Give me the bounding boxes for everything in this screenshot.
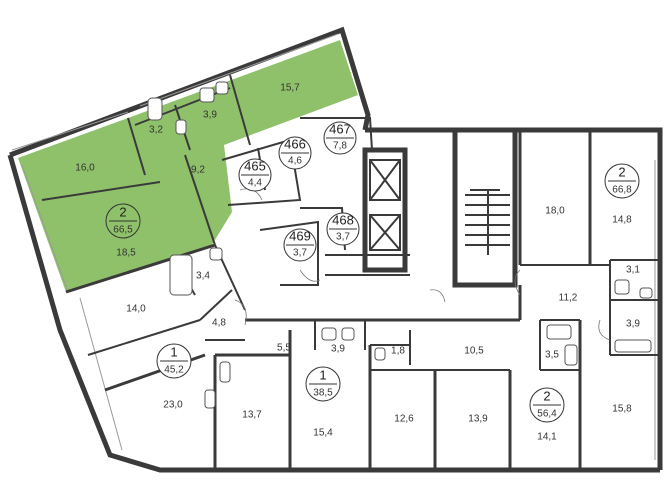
- storage-area: 3,7: [293, 248, 307, 259]
- storage-badge-465[interactable]: 465 4,4: [238, 158, 272, 192]
- badge-rooms: 2: [119, 204, 126, 219]
- room-area-right-bedroom: 14,8: [612, 215, 632, 226]
- apartment-badge-bottom-right[interactable]: 2 56,4: [529, 387, 565, 423]
- room-area-br-hall: 10,5: [464, 346, 484, 357]
- room-area-living-a: 16,0: [75, 163, 95, 174]
- badge-area: 66,8: [612, 185, 632, 196]
- room-area-left-bath: 3,4: [196, 271, 210, 282]
- apartment-badge-highlighted[interactable]: 2 66,5: [105, 203, 141, 239]
- storage-badge-469[interactable]: 469 3,7: [283, 228, 317, 262]
- room-area-br-room-c: 14,1: [537, 432, 557, 443]
- room-area-center-bath: 3,9: [331, 344, 345, 355]
- windows: [11, 33, 656, 460]
- badge-area: 38,5: [313, 388, 333, 399]
- storage-number: 465: [244, 158, 266, 173]
- room-area-center-hall: 5,5: [277, 343, 291, 354]
- badge-area: 45,2: [164, 365, 184, 376]
- room-area-center-room: 15,4: [313, 428, 333, 439]
- storage-number: 466: [284, 136, 306, 151]
- apartment-badge-center[interactable]: 1 38,5: [305, 366, 341, 402]
- room-labels: 16,0 15,7 3,2 3,9 9,2 18,5 14,0 4,8 3,4 …: [75, 83, 640, 443]
- badge-rooms: 2: [618, 164, 625, 179]
- storage-area: 7,8: [333, 141, 347, 152]
- storage-badge-466[interactable]: 466 4,6: [278, 136, 312, 170]
- storage-area: 3,7: [336, 232, 350, 243]
- room-area-right-top: 18,0: [545, 206, 565, 217]
- badge-area: 66,5: [113, 225, 133, 236]
- apartment-badge-right[interactable]: 2 66,8: [604, 163, 640, 199]
- room-area-bath-a: 3,2: [149, 125, 163, 136]
- stairs: [465, 190, 510, 255]
- apartment-badge-left[interactable]: 1 45,2: [156, 343, 192, 379]
- room-area-right-hall: 11,2: [559, 293, 578, 304]
- storage-number: 468: [332, 212, 354, 227]
- room-area-hall: 9,2: [191, 165, 205, 176]
- storage-number: 469: [289, 228, 311, 243]
- room-area-bath-b: 3,9: [203, 110, 217, 121]
- badge-rooms: 2: [543, 388, 550, 403]
- room-area-right-wc: 3,1: [626, 265, 640, 276]
- room-area-left-main: 23,0: [163, 400, 183, 411]
- room-area-right-bottom: 15,8: [612, 404, 632, 415]
- storage-area: 4,4: [248, 178, 262, 189]
- room-area-right-bath: 3,9: [626, 319, 640, 330]
- badge-rooms: 1: [319, 367, 326, 382]
- doors: [234, 188, 611, 341]
- room-area-living-b: 18,5: [116, 248, 136, 259]
- room-area-center-kitchen: 13,7: [242, 410, 262, 421]
- badge-rooms: 1: [170, 344, 177, 359]
- badge-area: 56,4: [537, 409, 557, 420]
- storage-number: 467: [329, 121, 351, 136]
- room-area-left-top: 14,0: [126, 304, 146, 315]
- room-area-bedroom: 15,7: [280, 83, 300, 94]
- storage-badge-467[interactable]: 467 7,8: [323, 121, 357, 155]
- room-area-left-hall: 4,8: [212, 318, 226, 329]
- storage-badge-468[interactable]: 468 3,7: [326, 212, 360, 246]
- room-area-br-bath: 3,5: [545, 350, 559, 361]
- room-area-br-room-b: 13,9: [468, 414, 488, 425]
- room-area-br-wc: 1,8: [391, 346, 405, 357]
- fixtures: [147, 81, 653, 409]
- storage-area: 4,6: [288, 156, 302, 167]
- room-area-br-room-a: 12,6: [394, 414, 414, 425]
